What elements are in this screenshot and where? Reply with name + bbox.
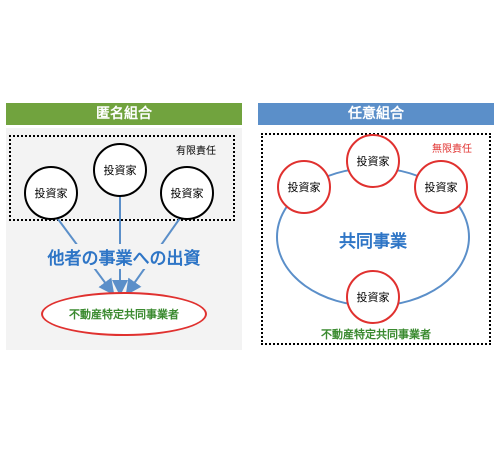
investor-node: 投資家 (346, 134, 400, 188)
unlimited-liability-label: 無限責任 (432, 144, 472, 155)
investor-node: 投資家 (346, 270, 400, 324)
joint-business-label: 共同事業 (339, 232, 407, 252)
operator-label: 不動産特定共同事業者 (69, 308, 179, 321)
operator-label-right: 不動産特定共同事業者 (321, 328, 431, 341)
operator-ellipse: 不動産特定共同事業者 (41, 292, 207, 336)
limited-liability-label: 有限責任 (176, 146, 216, 157)
right-panel-header: 任意組合 (258, 103, 494, 125)
investor-node: 投資家 (93, 143, 147, 197)
investment-flow-label: 他者の事業への出資 (6, 244, 242, 269)
left-panel-header: 匿名組合 (6, 103, 242, 125)
investor-node: 投資家 (24, 166, 78, 220)
investor-node: 投資家 (160, 166, 214, 220)
limited-liability-box (9, 135, 235, 221)
investor-node: 投資家 (277, 160, 331, 214)
investor-node: 投資家 (414, 160, 468, 214)
